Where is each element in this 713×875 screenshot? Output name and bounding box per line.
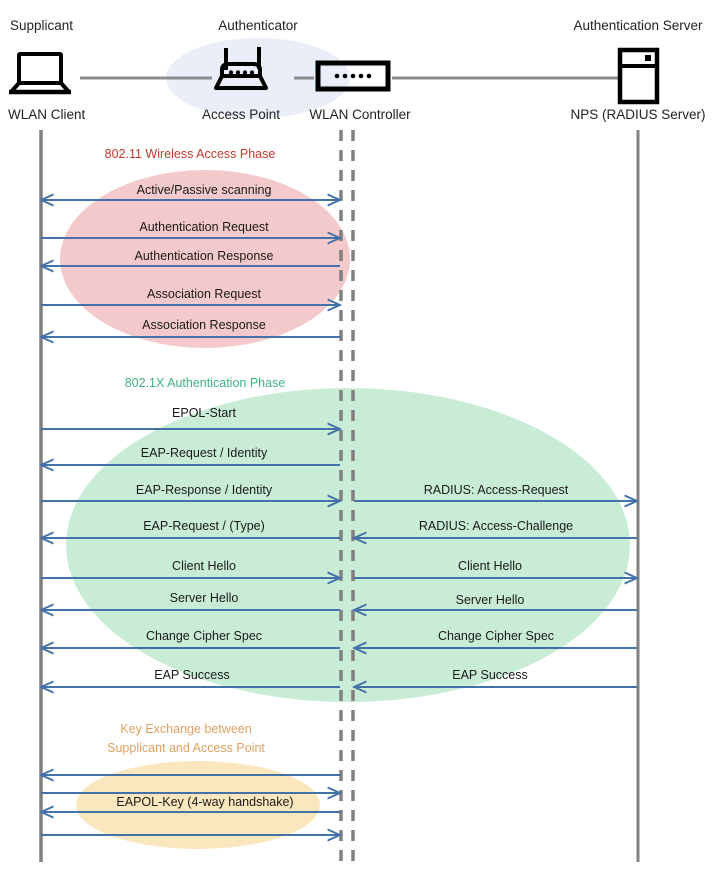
- message-label-association-request: Association Request: [147, 287, 261, 301]
- phase-label-key-exchange-line1: Key Exchange between: [120, 722, 252, 736]
- phase-label-wireless-access: 802.11 Wireless Access Phase: [104, 147, 276, 161]
- message-label-server-hello-left: Server Hello: [169, 591, 239, 605]
- key-exchange-phase-ellipse: [76, 761, 320, 849]
- key-exchange-phase-arrows: [41, 775, 340, 835]
- message-label-eap-response-identity: EAP-Response / Identity: [135, 483, 273, 497]
- role-title-authenticator: Authenticator: [218, 18, 298, 33]
- dot1x-phase-arrows: [41, 429, 637, 687]
- message-label-eap-success-right: EAP Success: [452, 668, 528, 682]
- phase-label-dot1x-authentication: 802.1X Authentication Phase: [124, 376, 286, 390]
- role-title-supplicant: Supplicant: [10, 18, 74, 33]
- message-label-radius-access-request: RADIUS: Access-Request: [423, 483, 569, 497]
- message-label-authentication-response: Authentication Response: [134, 249, 274, 263]
- message-label-authentication-request: Authentication Request: [139, 220, 269, 234]
- wireless-phase-ellipse: [60, 170, 350, 348]
- device-label-access-point: Access Point: [201, 107, 281, 122]
- phase-label-key-exchange-line2: Supplicant and Access Point: [107, 741, 265, 755]
- message-label-client-hello-left: Client Hello: [172, 559, 236, 573]
- server-icon: [617, 47, 660, 105]
- message-label-change-cipher-spec-left: Change Cipher Spec: [145, 629, 263, 643]
- device-label-wlan-client: WLAN Client: [8, 107, 86, 122]
- message-label-eap-success-left: EAP Success: [154, 668, 230, 682]
- message-label-association-response: Association Response: [142, 318, 266, 332]
- laptop-icon: [9, 52, 71, 95]
- message-label-eap-request-identity: EAP-Request / Identity: [140, 446, 268, 460]
- device-label-wlan-controller: WLAN Controller: [309, 107, 411, 122]
- message-label-change-cipher-spec-right: Change Cipher Spec: [437, 629, 555, 643]
- role-title-authentication-server: Authentication Server: [573, 18, 703, 33]
- message-label-server-hello-right: Server Hello: [455, 593, 525, 607]
- wlan-controller-icon: [315, 60, 391, 92]
- message-label-active-passive-scanning: Active/Passive scanning: [136, 183, 272, 197]
- message-label-radius-access-challenge: RADIUS: Access-Challenge: [418, 519, 574, 533]
- message-label-epol-start: EPOL-Start: [172, 406, 236, 420]
- message-label-eap-request-type: EAP-Request / (Type): [143, 519, 265, 533]
- device-label-nps-radius-server: NPS (RADIUS Server): [570, 107, 706, 122]
- wireless-phase-arrows: [41, 200, 340, 337]
- access-point-icon: [214, 47, 268, 90]
- message-label-eapol-key-4-way-handshake: EAPOL-Key (4-way handshake): [116, 795, 294, 809]
- dot1x-phase-ellipse: [66, 388, 630, 702]
- message-label-client-hello-right: Client Hello: [458, 559, 522, 573]
